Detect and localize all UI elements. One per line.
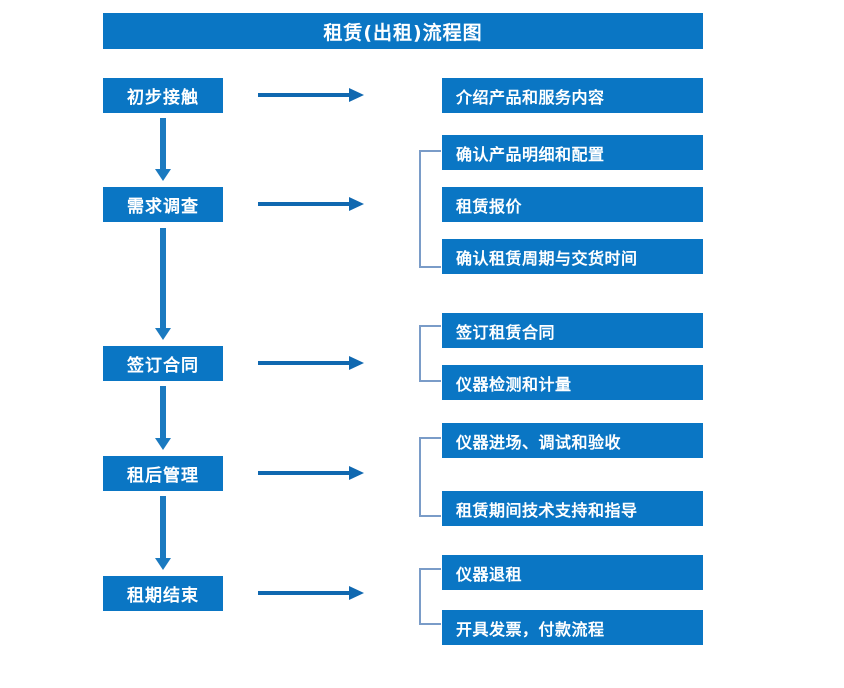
detail-box-introduce-products[interactable]: 介绍产品和服务内容: [442, 78, 703, 113]
stage-box-initial-contact[interactable]: 初步接触: [103, 78, 223, 113]
vertical-arrow-1: [155, 118, 171, 181]
detail-box-confirm-lease-period[interactable]: 确认租赁周期与交货时间: [442, 239, 703, 274]
detail-box-technical-support[interactable]: 租赁期间技术支持和指导: [442, 491, 703, 526]
detail-box-rental-quotation[interactable]: 租赁报价: [442, 187, 703, 222]
horizontal-arrow-post-rental-management: [258, 466, 364, 480]
stage-box-post-rental-management[interactable]: 租后管理: [103, 456, 223, 491]
vertical-arrow-4: [155, 496, 171, 570]
horizontal-arrow-sign-contract: [258, 356, 364, 370]
stage-box-demand-survey[interactable]: 需求调查: [103, 187, 223, 222]
detail-box-sign-lease-agreement[interactable]: 签订租赁合同: [442, 313, 703, 348]
vertical-arrow-3: [155, 386, 171, 450]
group-bracket-post-rental-management: [419, 437, 441, 517]
group-bracket-lease-end: [419, 568, 441, 625]
horizontal-arrow-initial-contact: [258, 88, 364, 102]
stage-box-sign-contract[interactable]: 签订合同: [103, 346, 223, 381]
stage-box-lease-end[interactable]: 租期结束: [103, 576, 223, 611]
vertical-arrow-2: [155, 228, 171, 340]
diagram-title: 租赁(出租)流程图: [103, 13, 703, 49]
detail-box-invoice-payment[interactable]: 开具发票，付款流程: [442, 610, 703, 645]
horizontal-arrow-demand-survey: [258, 197, 364, 211]
detail-box-confirm-product-details[interactable]: 确认产品明细和配置: [442, 135, 703, 170]
group-bracket-demand-survey: [419, 150, 441, 268]
group-bracket-sign-contract: [419, 325, 441, 382]
detail-box-instrument-return[interactable]: 仪器退租: [442, 555, 703, 590]
detail-box-instrument-inspection[interactable]: 仪器检测和计量: [442, 365, 703, 400]
horizontal-arrow-lease-end: [258, 586, 364, 600]
detail-box-instrument-entry-commissioning[interactable]: 仪器进场、调试和验收: [442, 423, 703, 458]
